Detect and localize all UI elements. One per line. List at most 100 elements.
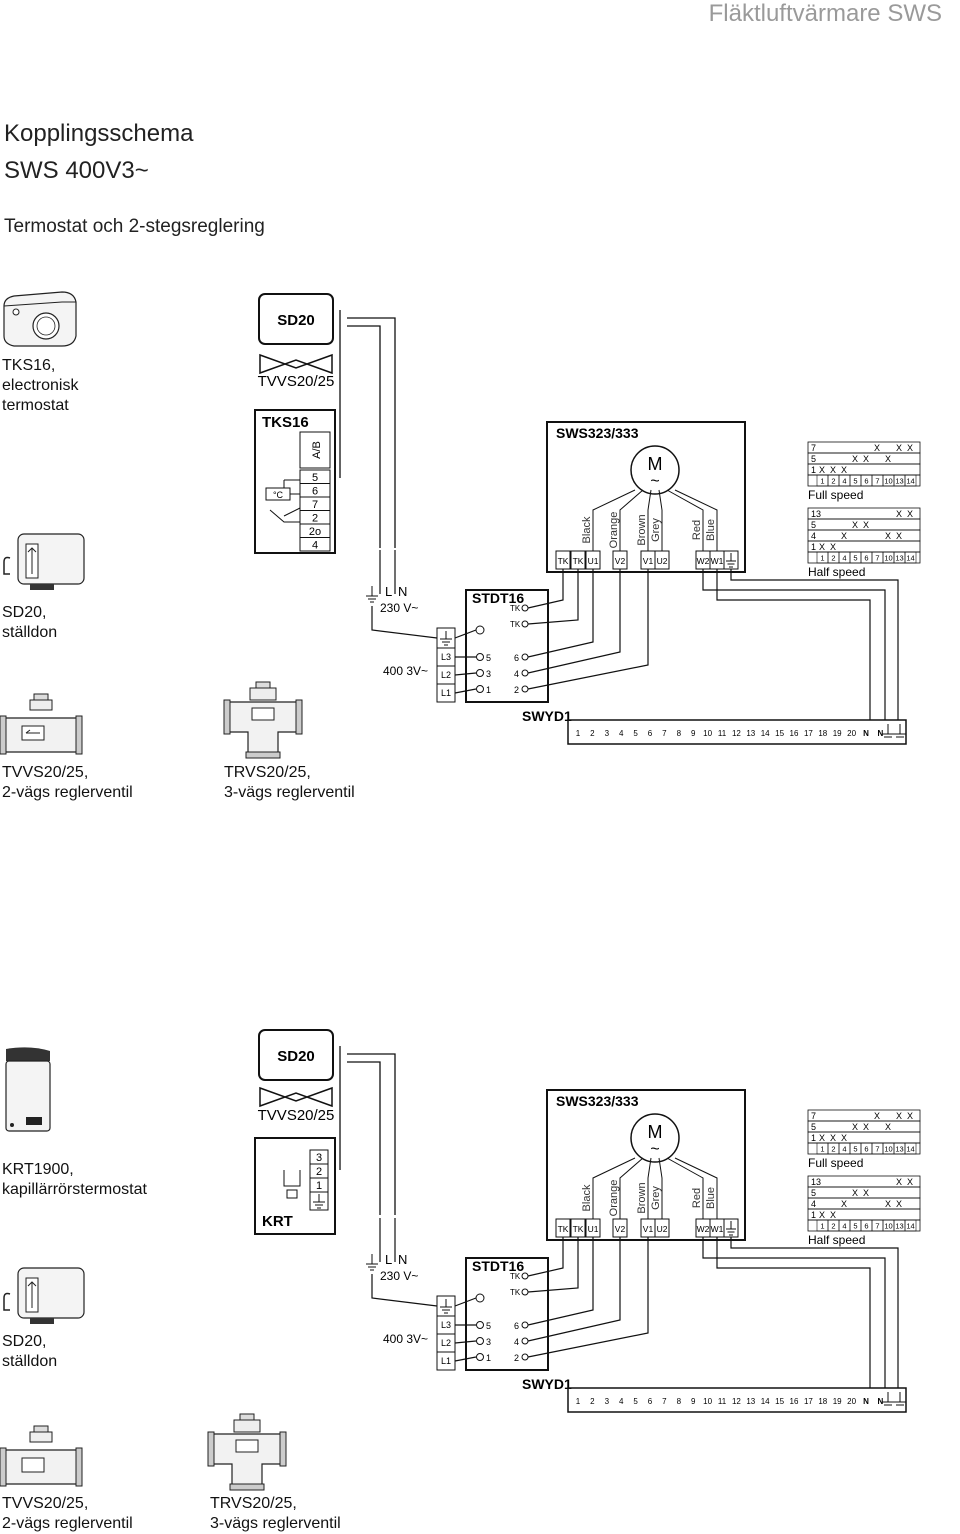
krt1900-thermostat-picture xyxy=(5,1047,51,1132)
full-speed-table-cell-mark: X xyxy=(852,454,858,464)
stdt-terminal xyxy=(521,685,529,693)
swyd1-label: SWYD1 xyxy=(522,708,572,724)
full-speed-table-cell-mark: X xyxy=(830,465,836,475)
earth-icon xyxy=(726,1221,736,1236)
krt-terminal-block: 321 xyxy=(309,1149,329,1211)
full-speed-table-col-label: 2 xyxy=(831,477,835,486)
sd20-box xyxy=(258,293,334,345)
control-wires-1 xyxy=(339,310,396,548)
half-speed-table-row-header: 1 xyxy=(811,542,816,552)
full-speed-table-col-label: 5 xyxy=(853,477,857,486)
half-speed-table-label: Half speed xyxy=(808,565,865,579)
half-speed-table-col-label: 13 xyxy=(895,554,903,563)
krt-earth-cell xyxy=(309,1191,329,1211)
stdt-tk-terminal xyxy=(521,620,529,628)
stdt-earth-terminal xyxy=(475,1293,485,1303)
swyd1-terminal-label: 11 xyxy=(718,1397,727,1406)
full-speed-table-col-label: 6 xyxy=(864,477,868,486)
ab-terminal-cell xyxy=(299,431,331,469)
stdt-terminal xyxy=(476,669,484,677)
temp-sensor-symbol xyxy=(265,487,291,501)
full-speed-table-cell-mark: X xyxy=(841,465,847,475)
wire xyxy=(527,1237,649,1358)
stdt-terminal-label: 4 xyxy=(514,669,519,679)
swyd1-terminal-label: 6 xyxy=(648,729,653,738)
motor-wire xyxy=(658,1157,663,1219)
full-speed-table-col-label: 13 xyxy=(895,477,903,486)
motor-terminal-label: V2 xyxy=(615,556,626,566)
sd20-device-label-2: SD20, ställdon xyxy=(2,1333,58,1370)
motor-terminal-label: U2 xyxy=(657,1224,668,1234)
tvvs-valve-picture-2 xyxy=(0,1425,83,1487)
full-speed-table-col-label: 6 xyxy=(864,1145,868,1154)
stdt-terminal xyxy=(521,1337,529,1345)
stdt-earth-terminal xyxy=(475,625,485,635)
stdt-terminal-label: 6 xyxy=(514,653,519,663)
half-speed-table-row-header: 13 xyxy=(811,509,821,519)
half-speed-table-row xyxy=(807,529,921,542)
tvvs-box-label: TVVS20/25 xyxy=(258,373,335,390)
phase-terminal-label: L1 xyxy=(441,1356,451,1366)
motor-wire xyxy=(674,1157,718,1219)
stdt-tk-label: TK xyxy=(510,1288,521,1297)
swyd1-box xyxy=(567,719,907,745)
swyd1-terminal-label: 20 xyxy=(847,729,856,738)
swyd1-terminal-label: 14 xyxy=(761,729,770,738)
half-speed-table-row-header: 4 xyxy=(811,1199,816,1209)
half-speed-table-row xyxy=(807,1197,921,1210)
half-speed-table-cell-mark: X xyxy=(896,1199,902,1209)
motor-terminal-label: V2 xyxy=(615,1224,626,1234)
half-speed-table-col-label: 2 xyxy=(831,554,835,563)
stdt-terminal xyxy=(476,653,484,661)
wire xyxy=(716,1237,871,1388)
wire xyxy=(527,569,579,625)
sd20-actuator-picture-2 xyxy=(3,1267,85,1324)
swyd1-terminal-label: 4 xyxy=(619,729,624,738)
half-speed-table-cell-mark: X xyxy=(896,531,902,541)
wire-color-label: Red xyxy=(691,1188,703,1208)
earth-icon xyxy=(440,1299,452,1314)
wire-color-label: Blue xyxy=(705,519,717,541)
tvvs-device-label: TVVS20/25, 2-vägs reglerventil xyxy=(2,764,133,801)
supply-n-label: N xyxy=(398,1252,407,1267)
full-speed-table-cell-mark: X xyxy=(885,454,891,464)
half-speed-table-row-header: 1 xyxy=(811,1210,816,1220)
swyd1-terminal-label: N xyxy=(878,729,884,738)
swyd1-terminal-label: 4 xyxy=(619,1397,624,1406)
half-speed-table-cell-mark: X xyxy=(907,1177,913,1187)
half-speed-table-col-label: 5 xyxy=(853,554,857,563)
wire xyxy=(527,569,594,658)
stdt-terminal xyxy=(521,1321,529,1329)
half-speed-table-col-label: 14 xyxy=(906,554,914,563)
phase-terminal-label: L2 xyxy=(441,1338,451,1348)
motor-icon xyxy=(630,445,680,495)
swyd1-terminal-label: 10 xyxy=(703,729,712,738)
wire-color-label: Black xyxy=(581,1184,593,1211)
swyd1-terminal-label: 2 xyxy=(590,1397,595,1406)
wire xyxy=(730,569,899,720)
tks16-device-label: TKS16, electronisk termostat xyxy=(2,357,79,414)
earth-icon xyxy=(882,724,906,738)
temp-sensor-label: °C xyxy=(273,490,284,500)
half-speed-table-cell-mark: X xyxy=(819,1210,825,1220)
half-speed-table-cell-mark: X xyxy=(852,520,858,530)
wire xyxy=(527,1237,579,1293)
full-speed-table-col-cell xyxy=(904,1142,917,1155)
valve-symbol xyxy=(259,353,333,375)
motor-wire xyxy=(619,489,644,551)
full-speed-table-cell-mark: X xyxy=(874,1111,880,1121)
half-speed-table-row-header: 4 xyxy=(811,531,816,541)
full-speed-table-row-header: 1 xyxy=(811,465,816,475)
krt-box xyxy=(254,1137,336,1235)
tks16-terminal-label: 6 xyxy=(312,486,318,498)
swyd1-terminal-label: 6 xyxy=(648,1397,653,1406)
swyd1-terminal-label: 1 xyxy=(576,729,581,738)
motor-tilde: ~ xyxy=(650,473,659,490)
full-speed-table-col-label: 2 xyxy=(831,1145,835,1154)
motor-wire xyxy=(592,1157,636,1219)
wire xyxy=(527,569,621,674)
swyd1-terminal-label: 12 xyxy=(732,1397,741,1406)
